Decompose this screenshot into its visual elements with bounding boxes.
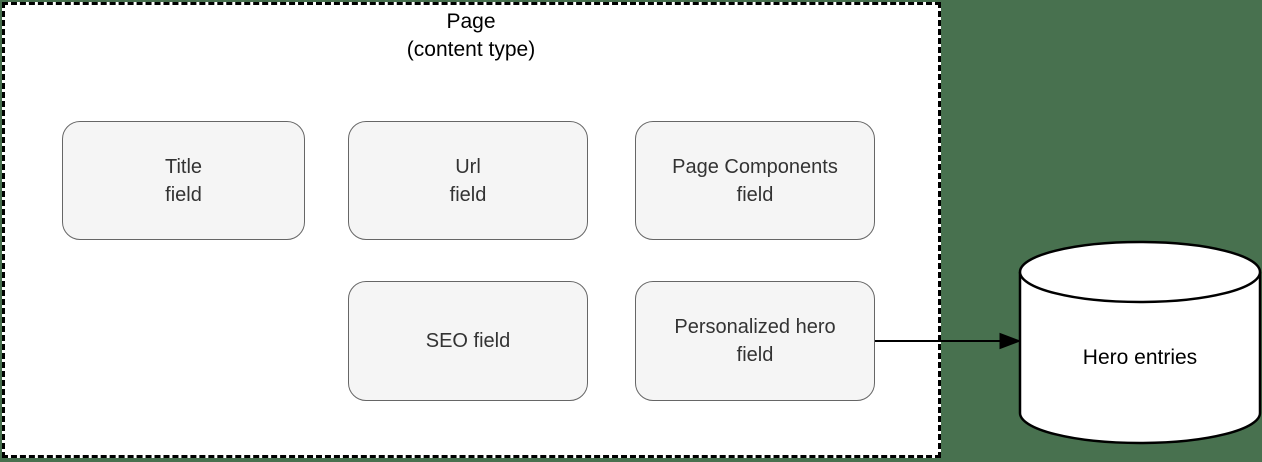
hero-entries-label: Hero entries — [1082, 345, 1198, 369]
page-container-title: Page (content type) — [406, 10, 536, 61]
personalized-hero-field-box: Personalized hero field — [635, 281, 875, 401]
page-components-field-box: Page Components field — [635, 121, 875, 240]
personalized-hero-to-hero-entries-arrow — [875, 332, 1022, 350]
hero-entries-cylinder — [1018, 240, 1262, 445]
title-field-box: Title field — [62, 121, 305, 240]
seo-field-box: SEO field — [348, 281, 588, 401]
url-field-box: Url field — [348, 121, 588, 240]
